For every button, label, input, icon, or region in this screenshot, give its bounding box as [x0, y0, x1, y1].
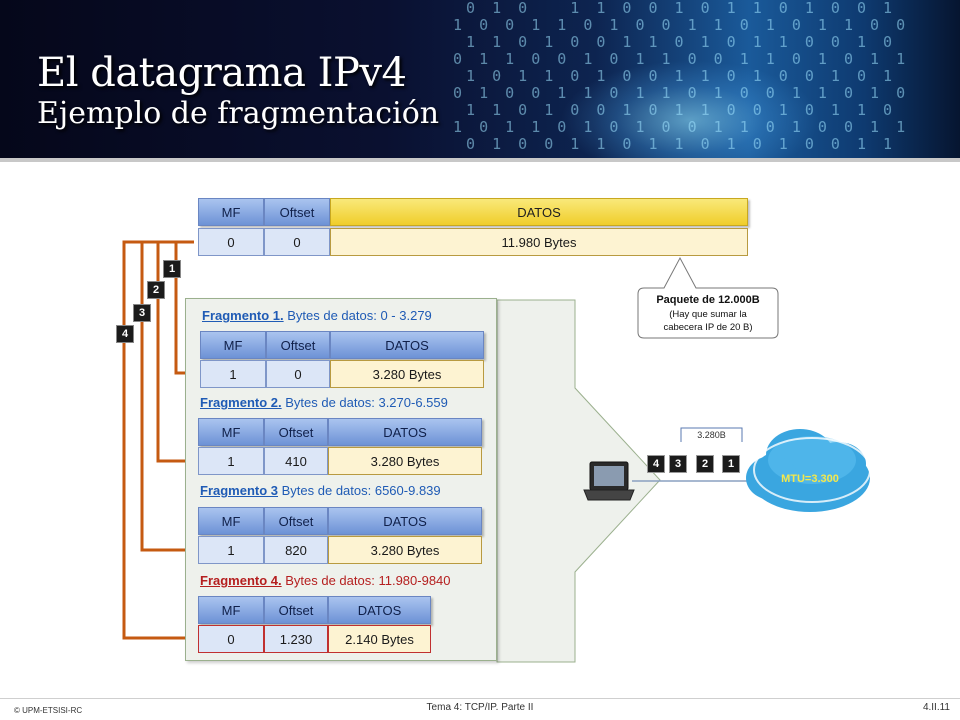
size-bracket [680, 427, 743, 442]
header-divider [0, 158, 960, 162]
header-glow [560, 60, 820, 158]
badge-2: 2 [147, 281, 165, 299]
fragment-1-link[interactable]: Fragmento 1. [202, 308, 284, 323]
callout-bubble [637, 256, 779, 339]
frag4-datos-header: DATOS [328, 596, 431, 624]
frag2-mf-header: MF [198, 418, 264, 446]
fragment-1-title: Fragmento 1. Bytes de datos: 0 - 3.279 [202, 308, 432, 323]
orig-offset-value: 0 [264, 228, 330, 256]
fragment-arrows [122, 240, 194, 640]
frag4-mf-header: MF [198, 596, 264, 624]
frag1-offset-value: 0 [266, 360, 330, 388]
frag4-offset-header: Oftset [264, 596, 328, 624]
badge-4: 4 [116, 325, 134, 343]
frag3-mf-value: 1 [198, 536, 264, 564]
orig-datos-header: DATOS [330, 198, 748, 226]
frag1-mf-header: MF [200, 331, 266, 359]
arrow-fragment-4 [122, 240, 194, 640]
packet-3: 3 [669, 455, 687, 473]
orig-mf-header: MF [198, 198, 264, 226]
fragment-4-title: Fragmento 4. Bytes de datos: 11.980-9840 [200, 573, 451, 588]
badge-3: 3 [133, 304, 151, 322]
frag3-datos-value: 3.280 Bytes [328, 536, 482, 564]
big-arrow-shape [496, 299, 661, 663]
frag4-datos-value: 2.140 Bytes [328, 625, 431, 653]
callout-line-3: cabecera IP de 20 B) [663, 322, 753, 333]
frag2-datos-header: DATOS [328, 418, 482, 446]
frag3-offset-value: 820 [264, 536, 328, 564]
orig-mf-value: 0 [198, 228, 264, 256]
frag2-datos-value: 3.280 Bytes [328, 447, 482, 475]
footer-topic: Tema 4: TCP/IP. Parte II [426, 702, 534, 713]
frag1-datos-header: DATOS [330, 331, 484, 359]
badge-1: 1 [163, 260, 181, 278]
fragment-2-range: Bytes de datos: 3.270-6.559 [281, 395, 448, 410]
frag1-offset-header: Oftset [266, 331, 330, 359]
fragment-3-link[interactable]: Fragmento 3 [200, 483, 279, 498]
fragment-2-link[interactable]: Fragmento 2. [200, 395, 282, 410]
callout-line-1: Paquete de 12.000B [656, 294, 760, 306]
frag2-mf-value: 1 [198, 447, 264, 475]
laptop-icon [583, 461, 635, 501]
frag1-datos-value: 3.280 Bytes [330, 360, 484, 388]
fragment-1-range: Bytes de datos: 0 - 3.279 [283, 308, 432, 323]
fragment-4-range: Bytes de datos: 11.980-9840 [281, 573, 451, 588]
frag3-datos-header: DATOS [328, 507, 482, 535]
fragment-4-link[interactable]: Fragmento 4. [200, 573, 282, 588]
fragment-3-range: Bytes de datos: 6560-9.839 [278, 483, 441, 498]
orig-datos-value: 11.980 Bytes [330, 228, 748, 256]
packet-1: 1 [722, 455, 740, 473]
frag3-offset-header: Oftset [264, 507, 328, 535]
packet-4: 4 [647, 455, 665, 473]
frag2-offset-header: Oftset [264, 418, 328, 446]
fragment-size-label: 3.280B [697, 430, 726, 440]
page-subtitle: Ejemplo de fragmentación [37, 96, 440, 131]
mtu-label: MTU=3.300 [781, 473, 839, 485]
page-title: El datagrama IPv4 [37, 50, 407, 96]
callout-line-2: (Hay que sumar la [669, 309, 747, 320]
slide-header: 0 1 0 1 1 0 0 1 0 1 1 0 1 0 0 1 1 0 0 1 … [0, 0, 960, 158]
binary-background-image: 0 1 0 1 1 0 0 1 0 1 1 0 1 0 0 1 1 0 0 1 … [453, 0, 910, 153]
frag1-mf-value: 1 [200, 360, 266, 388]
footer-divider [0, 698, 960, 699]
orig-offset-header: Oftset [264, 198, 330, 226]
frag4-mf-value: 0 [198, 625, 264, 653]
frag4-offset-value: 1.230 [264, 625, 328, 653]
fragment-2-title: Fragmento 2. Bytes de datos: 3.270-6.559 [200, 395, 448, 410]
fragment-3-title: Fragmento 3 Bytes de datos: 6560-9.839 [200, 483, 441, 498]
cloud-icon [746, 429, 871, 512]
footer-copyright: © UPM-ETSISI-RC [14, 706, 83, 715]
packet-2: 2 [696, 455, 714, 473]
frag2-offset-value: 410 [264, 447, 328, 475]
footer-slide-number: 4.II.11 [922, 702, 950, 713]
frag3-mf-header: MF [198, 507, 264, 535]
